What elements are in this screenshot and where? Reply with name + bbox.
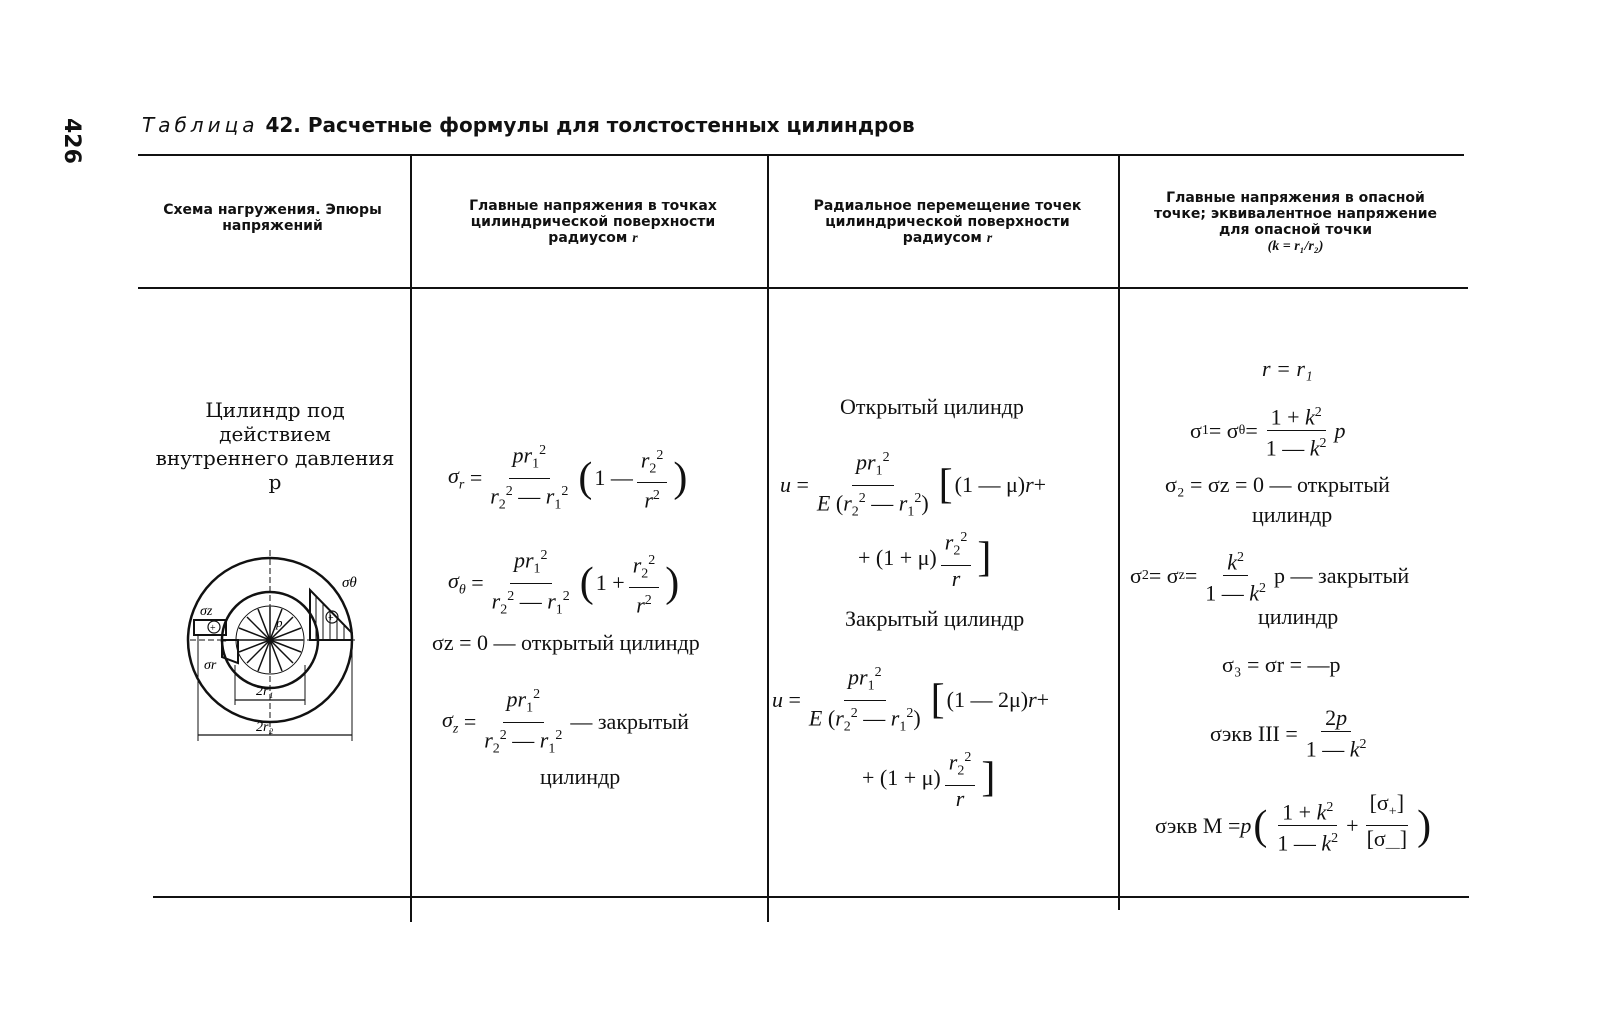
open-cylinder-title: Открытый цилиндр [840, 394, 1024, 419]
header-col-displacement-text: Радиальное перемещение точек цилиндричес… [813, 198, 1082, 246]
title-lead: Таблица [142, 113, 259, 137]
page-number: 426 [59, 118, 84, 164]
sigma-theta-epure [309, 587, 353, 641]
formula-sigma-z-open: σz = 0 — открытый цилиндр [432, 630, 700, 655]
table-bottom-rule [153, 896, 1469, 898]
formula-sigma2-open-tail: цилиндр [1252, 502, 1333, 527]
svg-text:−: − [220, 634, 227, 648]
header-col-danger-k: (k = r₁/r₂) [1267, 239, 1324, 254]
label-sigma-z: σz [200, 604, 213, 619]
header-col-displacement: Радиальное перемещение точек цилиндричес… [810, 198, 1085, 247]
formula-sigma2-closed-tail: цилиндр [1258, 604, 1339, 629]
header-col-stresses: Главные напряжения в точках цилиндрическ… [448, 198, 738, 247]
header-col-stresses-text: Главные напряжения в точках цилиндрическ… [469, 198, 717, 246]
cylinder-stress-diagram: + + − σz σr σθ p 2r₁ 2r₂ [186, 550, 357, 741]
sigma-z-epure [193, 619, 227, 636]
page-title: Таблица 42. Расчетные формулы для толсто… [142, 113, 915, 137]
formula-sigma2-open: σ₂ = σz = 0 — открытый [1165, 472, 1390, 497]
label-p: p [275, 615, 283, 630]
formula-sigma-z-closed-tail: цилиндр [540, 764, 621, 789]
load-case-description: Цилиндр под действием внутреннего давлен… [155, 398, 395, 494]
label-sigma-theta: σθ [342, 575, 357, 591]
column-divider-1 [410, 154, 412, 922]
pressure-arrows [237, 607, 303, 673]
ekv3-label: σэкв III [1210, 720, 1280, 746]
label-2r2: 2r₂ [256, 720, 273, 735]
header-col-danger-point: Главные напряжения в опасной точке; экви… [1138, 190, 1453, 255]
header-col-scheme-text: Схема нагружения. Эпюры напряжений [163, 202, 382, 234]
formula-sigma3: σ₃ = σr = —p [1222, 652, 1341, 677]
header-bottom-rule [138, 287, 1468, 289]
column-divider-2 [767, 154, 769, 922]
svg-text:+: + [210, 623, 216, 634]
header-col-scheme: Схема нагружения. Эпюры напряжений [150, 202, 395, 234]
closed-suffix-col4: p — закрытый [1274, 562, 1410, 588]
label-sigma-r: σr [204, 658, 217, 673]
header-col-stresses-r: r [632, 231, 638, 246]
column-divider-3 [1118, 154, 1120, 910]
plus-sign-left [207, 620, 221, 634]
title-rest: 42. Расчетные формулы для толстостенных … [265, 113, 915, 137]
ekvM-label: σэкв M [1155, 812, 1223, 838]
svg-text:+: + [328, 613, 334, 624]
sigma-r-epure [221, 639, 239, 665]
plus-sign-right [325, 610, 339, 624]
table-top-rule [138, 154, 1464, 156]
closed-suffix: — закрытый [570, 709, 689, 735]
danger-point-radius: r = r₁ [1262, 356, 1313, 381]
label-2r1: 2r₁ [256, 684, 273, 699]
header-col-displacement-r: r [986, 231, 993, 246]
closed-cylinder-title: Закрытый цилиндр [845, 606, 1025, 631]
sigma-theta-hatching [315, 597, 345, 640]
header-col-danger-text: Главные напряжения в опасной точке; экви… [1154, 190, 1437, 238]
